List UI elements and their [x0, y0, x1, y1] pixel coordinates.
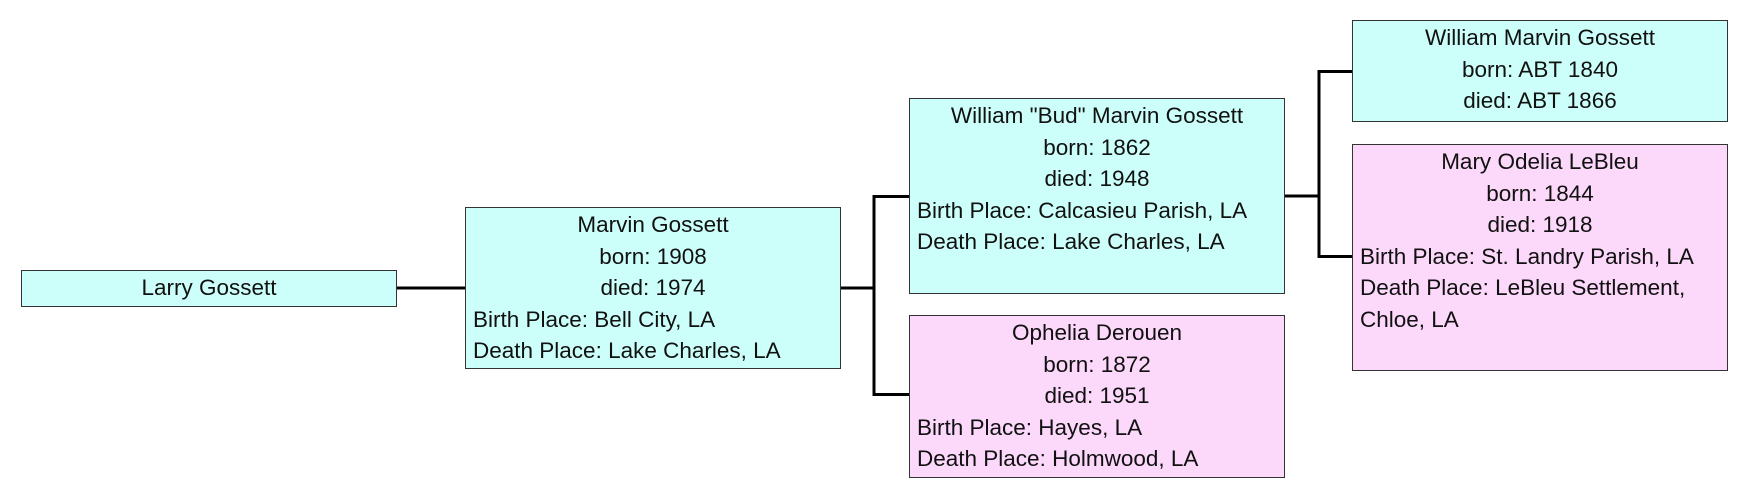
- person-name: Mary Odelia LeBleu: [1441, 149, 1639, 174]
- person-death-place: Death Place: Holmwood, LA: [917, 446, 1199, 471]
- person-born: born: 1908: [599, 243, 707, 269]
- person-birth-place: Birth Place: Hayes, LA: [917, 414, 1143, 440]
- person-born: born: 1862: [1043, 134, 1151, 160]
- person-name: Larry Gossett: [141, 275, 277, 300]
- person-died: died: 1948: [1044, 166, 1150, 191]
- person-name: William "Bud" Marvin Gossett: [950, 103, 1244, 128]
- person-name: Marvin Gossett: [577, 212, 729, 237]
- person-box-ophelia-derouen: Ophelia Derouen born: 1872 died: 1951 Bi…: [909, 315, 1285, 478]
- person-death-place: Death Place: LeBleu Settlement, Chloe, L…: [1360, 275, 1686, 332]
- person-died: died: ABT 1866: [1463, 88, 1617, 113]
- person-died: died: 1951: [1044, 383, 1150, 408]
- person-box-william-bud-marvin-gossett: William "Bud" Marvin Gossett born: 1862 …: [909, 98, 1285, 294]
- person-birth-place: Birth Place: Bell City, LA: [473, 306, 716, 332]
- person-died: died: 1974: [600, 275, 706, 300]
- person-birth-place: Birth Place: St. Landry Parish, LA: [1360, 243, 1694, 269]
- person-name: William Marvin Gossett: [1424, 25, 1656, 50]
- person-name: Ophelia Derouen: [1011, 320, 1183, 345]
- person-birth-place: Birth Place: Calcasieu Parish, LA: [917, 197, 1248, 223]
- person-died: died: 1918: [1487, 212, 1593, 237]
- person-box-william-marvin-gossett: William Marvin Gossett born: ABT 1840 di…: [1352, 20, 1728, 122]
- person-born: born: 1844: [1486, 180, 1594, 206]
- person-born: born: 1872: [1043, 351, 1151, 377]
- person-death-place: Death Place: Lake Charles, LA: [917, 229, 1225, 254]
- person-box-mary-odelia-lebleu: Mary Odelia LeBleu born: 1844 died: 1918…: [1352, 144, 1728, 371]
- person-death-place: Death Place: Lake Charles, LA: [473, 338, 781, 363]
- person-born: born: ABT 1840: [1462, 56, 1618, 82]
- person-box-larry-gossett: Larry Gossett: [21, 270, 397, 307]
- person-box-marvin-gossett: Marvin Gossett born: 1908 died: 1974 Bir…: [465, 207, 841, 369]
